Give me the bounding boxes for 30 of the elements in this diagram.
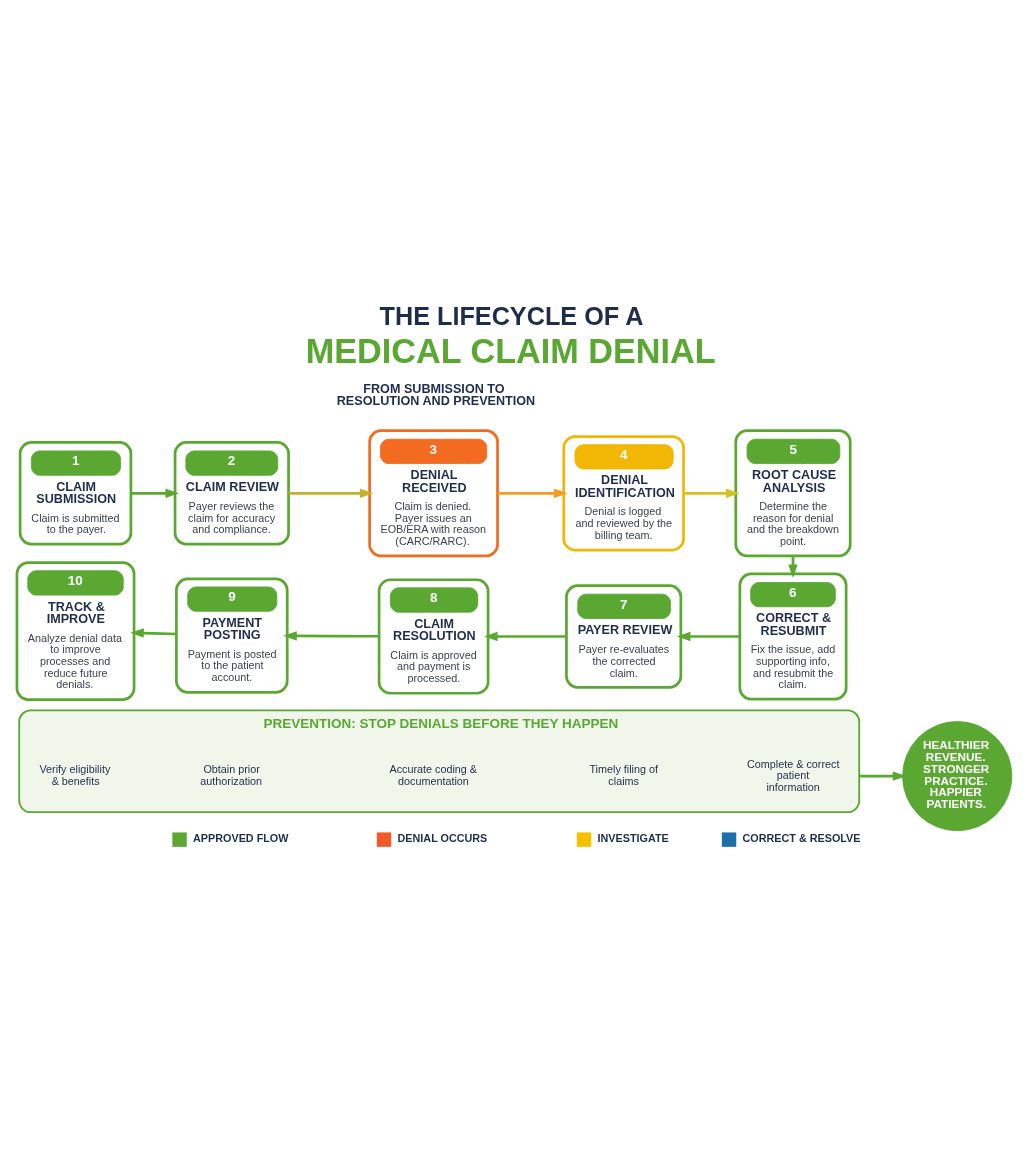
arrow [683,488,740,498]
arrow [497,488,568,498]
arrow [131,488,179,498]
arrow [130,627,177,638]
legend-label: DENIAL OCCURS [397,831,488,844]
node-box: 6 CORRECT & RESUBMIT Fix the issue, add supporting info, and resubmit the claim. [738,572,848,700]
node-box: 3 DENIAL RECEIVED Claim is denied. Payer issues an EOB/ERA with reason (CARC/RARC). [368,428,499,557]
label: FROM SUBMISSION TO RESOLUTION AND PREVENTION [336,381,536,408]
node-box: 8 CLAIM RESOLUTION Claim is approved and payment is processed. [377,577,490,695]
node-text: Complete & correct patient information [747,757,840,793]
arrow [283,630,379,641]
node-box: 7 PAYER REVIEW Payer re-evaluates the corrected claim. [565,583,683,689]
arrow [288,488,374,498]
diagram-title: THE LIFECYCLE OF A MEDICAL CLAIM DENIAL [305,301,716,370]
node-box: 5 ROOT CAUSE ANALYSIS Determine the reason for denial and the breakdown point. [734,428,852,557]
node-box: 1 CLAIM SUBMISSION Claim is submitted to the payer. [18,440,133,545]
node-text: Obtain prior authorization [200,762,263,787]
legend-label: APPROVED FLOW [193,831,289,844]
node-box: 10 TRACK & IMPROVE Analyze denial data to improve processes and reduce future denials. [15,560,136,701]
node-text: Verify eligibility & benefits [39,762,111,787]
node-text: Timely filing of claims [589,762,659,787]
node-circle: HEALTHIER REVENUE. STRONGER PRACTICE. HAPPIER PATIENTS. [902,720,1013,831]
legend-label: INVESTIGATE [597,831,669,844]
node-box: 2 CLAIM REVIEW Payer reviews the claim for accuracy and compliance. [173,440,290,545]
arrow [676,631,740,641]
node-box: 4 DENIAL IDENTIFICATION Denial is logged and reviewed by the billing team. [562,434,685,551]
node-text: Accurate coding & documentation [389,762,478,787]
legend-label: CORRECT & RESOLVE [742,831,861,844]
node-box: 9 PAYMENT POSTING Payment is posted to the patient account. [175,577,289,694]
arrow [484,631,567,641]
